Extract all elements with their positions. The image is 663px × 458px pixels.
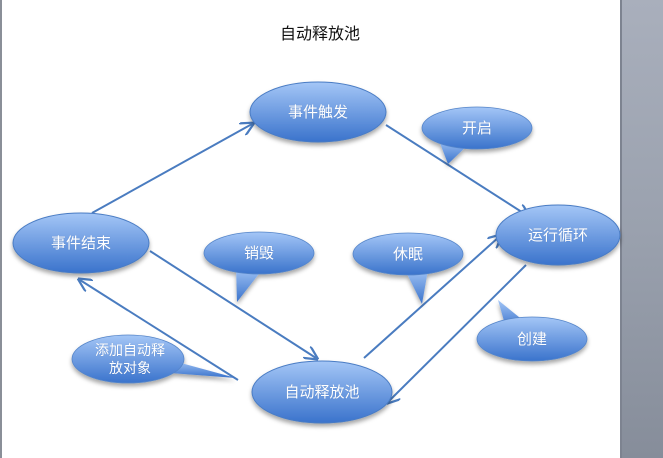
callout-destroy <box>203 231 315 302</box>
callout-create <box>476 300 588 362</box>
arrow-pool-to-event-end <box>80 280 239 381</box>
arrow-pool-to-run-loop <box>363 236 500 359</box>
node-run-loop-label: 运行循环 <box>527 226 588 244</box>
callout-create-label: 创建 <box>516 330 547 348</box>
node-event-end <box>12 212 150 274</box>
node-event-trigger <box>249 81 387 143</box>
node-autorelease-pool <box>251 360 393 424</box>
node-event-trigger-label: 事件触发 <box>287 103 348 121</box>
arrow-event-trigger-to-run-loop <box>385 124 528 216</box>
arrow-event-end-to-pool <box>149 250 316 358</box>
callout-sleep-label: 休眠 <box>392 245 423 263</box>
node-event-end-label: 事件结束 <box>50 234 111 252</box>
callout-add-object <box>71 334 236 384</box>
node-run-loop <box>495 204 621 266</box>
callout-sleep <box>352 232 464 304</box>
side-panel <box>620 0 663 458</box>
window-left-edge <box>0 0 2 458</box>
callout-open-label: 开启 <box>461 119 492 137</box>
callout-open <box>421 106 533 164</box>
node-autorelease-pool-label: 自动释放池 <box>284 383 360 401</box>
arrow-event-end-to-event-trigger <box>91 124 252 214</box>
diagram-title: 自动释放池 <box>279 24 360 43</box>
callout-destroy-label: 销毁 <box>243 244 274 262</box>
arrow-run-loop-to-pool <box>388 264 527 402</box>
callout-add-object-label: 添加自动释放对象 <box>95 343 165 377</box>
